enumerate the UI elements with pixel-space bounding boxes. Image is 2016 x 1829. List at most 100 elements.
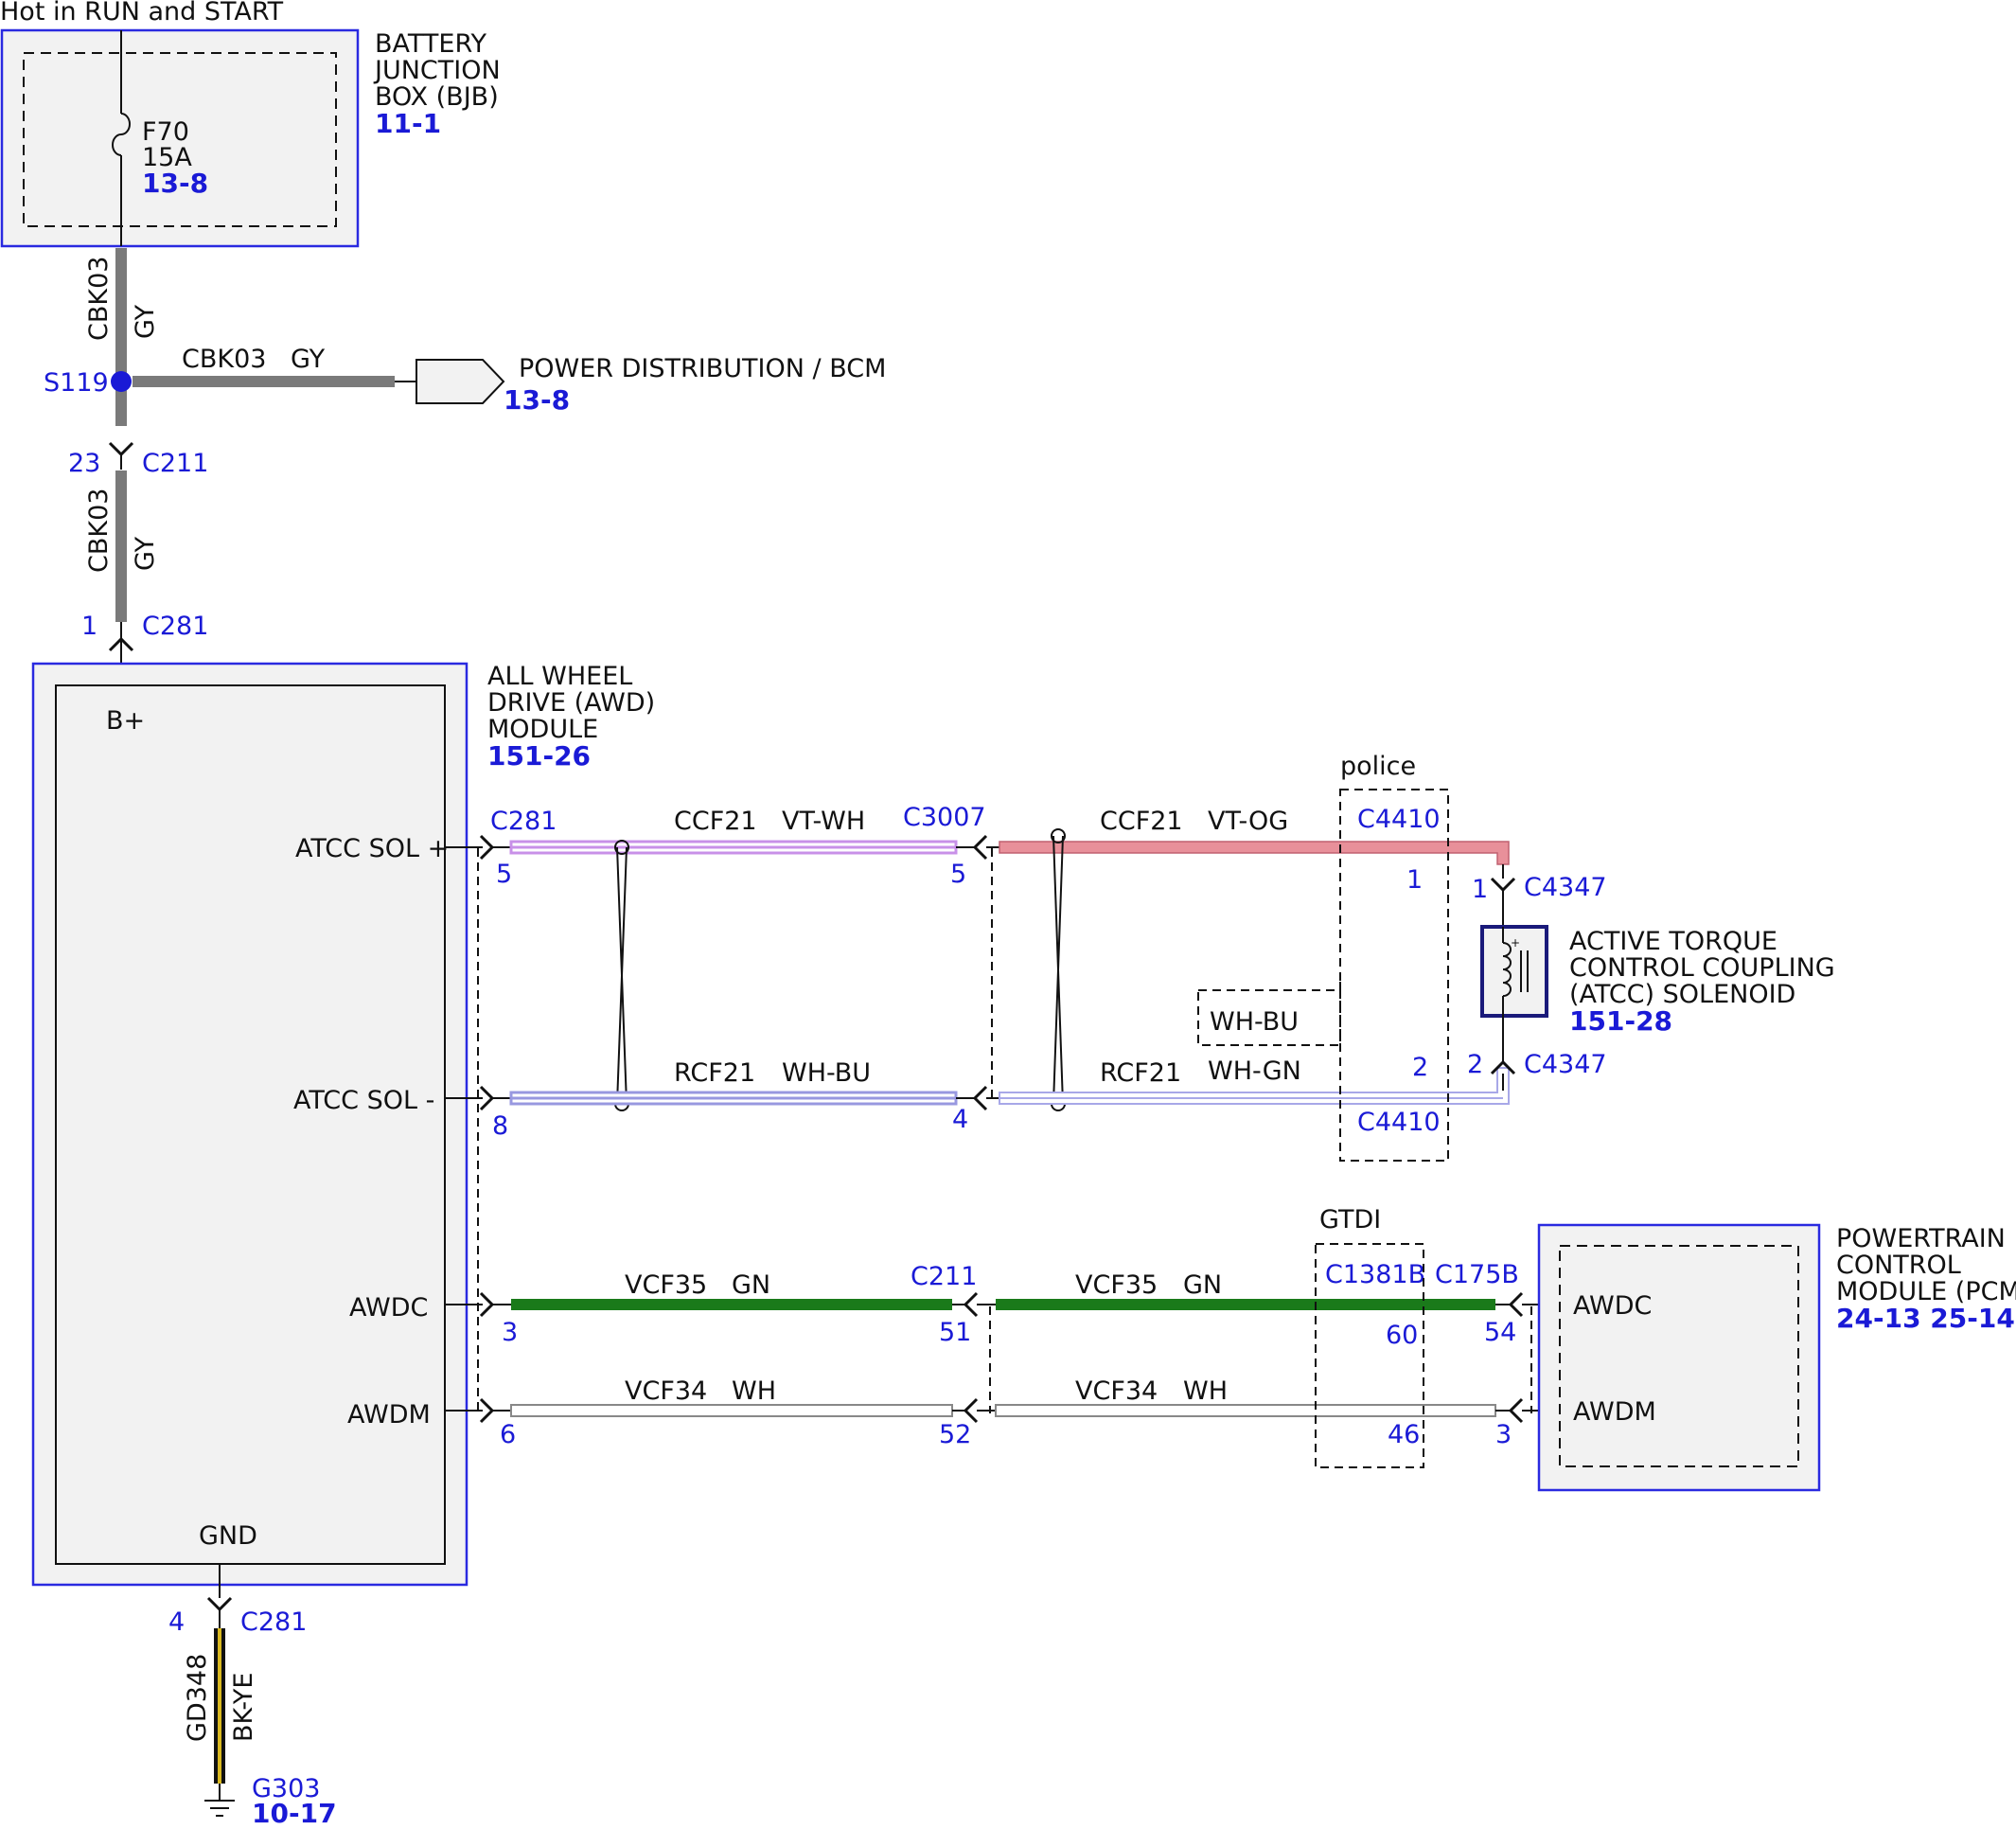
awdc-mid-connector: C211 [911, 1262, 977, 1291]
gnd-wire-color: BK-YE [229, 1673, 258, 1743]
police-c4410-bottom: C4410 [1357, 1108, 1441, 1137]
pcm-pin-awdc-label: AWDC [1573, 1291, 1652, 1321]
gnd-connector: C281 [240, 1607, 307, 1637]
wire-vcf34-left[interactable] [510, 1404, 953, 1417]
awd-pin-bplus: B+ [106, 706, 145, 736]
svg-text:+: + [1511, 936, 1520, 950]
sol-pos-mid-connector: C3007 [903, 803, 986, 832]
sol-pos-right-color: VT-OG [1208, 807, 1288, 836]
bjb-name-line1: BATTERY [375, 29, 487, 59]
c4347-pin1-connector-icon [1490, 877, 1516, 893]
awd-pin-gnd: GND [199, 1521, 257, 1551]
lower-wire-circuit: CBK03 [84, 488, 114, 573]
awd-module-inner [55, 684, 446, 1565]
ground-icon [204, 1800, 235, 1817]
pcm-pin-awdc: 54 [1484, 1318, 1516, 1347]
pcm-box[interactable] [1537, 1223, 1821, 1492]
pcm-name-line2: CONTROL [1836, 1251, 1961, 1280]
solenoid-name-line1: ACTIVE TORQUE [1569, 927, 1777, 956]
destination-ref-link[interactable]: 13-8 [504, 384, 570, 416]
sol-pos-left-color: VT-WH [782, 807, 865, 836]
wire-label-color: GY [131, 304, 160, 339]
gnd-wire-circuit: GD348 [183, 1654, 212, 1742]
bjb-name-line2: JUNCTION [373, 56, 501, 85]
c4347-pin2-connector-icon [1490, 1059, 1516, 1075]
c3007-pin5-connector-icon [972, 834, 988, 861]
splice-dot-icon[interactable] [111, 371, 132, 392]
sol-neg-mid-pin: 4 [952, 1105, 968, 1134]
sol-pos-mid-pin: 5 [950, 860, 966, 889]
awd-name-line1: ALL WHEEL [487, 662, 632, 691]
awdc-right-circuit: VCF35 [1075, 1270, 1158, 1300]
bjb-name-line3: BOX (BJB) [375, 82, 499, 112]
diagram-title: Hot in RUN and START [0, 0, 284, 27]
solenoid-box[interactable] [1480, 925, 1548, 1018]
awd-pin-sol-pos: ATCC SOL + [295, 834, 449, 863]
bjb-inner-dashed [23, 52, 337, 227]
wire-cbk03-upper[interactable] [115, 248, 127, 426]
pcm-ref-link[interactable]: 24-13 25-14 [1836, 1303, 2015, 1334]
police-pin2: 2 [1412, 1053, 1428, 1082]
c211-pin-number: 23 [68, 449, 100, 478]
pcm-name-line3: MODULE (PCM) [1836, 1277, 2016, 1306]
gtdi-pin-awdm: 46 [1388, 1420, 1420, 1449]
wire-cbk03-lower[interactable] [115, 471, 127, 622]
c3007-pin4-connector-icon [972, 1085, 988, 1111]
awdc-mid-pin: 51 [939, 1318, 971, 1347]
police-option-box [1339, 789, 1449, 1162]
police-alt-box [1197, 989, 1341, 1046]
police-c4410-top: C4410 [1357, 805, 1441, 834]
sol-neg-left-circuit: RCF21 [674, 1058, 755, 1088]
c211-connector-id: C211 [142, 449, 208, 478]
solenoid-ref-link[interactable]: 151-28 [1569, 1005, 1672, 1037]
police-label: police [1340, 752, 1416, 781]
gnd-pin: 4 [168, 1607, 185, 1637]
branch-circuit: CBK03 [182, 345, 266, 374]
awd-pin-awdc: AWDC [349, 1293, 428, 1323]
solenoid-name-line2: CONTROL COUPLING [1569, 953, 1835, 983]
awdm-left-color: WH [732, 1376, 776, 1406]
awd-ref-link[interactable]: 151-26 [487, 740, 591, 772]
gtdi-option-box [1315, 1243, 1424, 1468]
bjb-ref-link[interactable]: 11-1 [375, 108, 441, 139]
police-pin1: 1 [1406, 865, 1423, 895]
twisted-pair-icon [616, 846, 628, 1105]
police-alt-color: WH-BU [1210, 1007, 1299, 1037]
wire-label-circuit: CBK03 [84, 257, 114, 341]
ground-ref-link[interactable]: 10-17 [252, 1798, 337, 1829]
c211-pin52-connector-icon [963, 1397, 979, 1424]
wire-vcf34-right[interactable] [995, 1404, 1496, 1417]
twisted-pair-icon-2 [1052, 835, 1064, 1105]
sol-neg-right-circuit: RCF21 [1100, 1058, 1181, 1088]
wire-ccf21-vt-og[interactable] [999, 841, 1510, 865]
solenoid-pin-top: 1 [1472, 875, 1488, 904]
wire-vcf35-right[interactable] [996, 1299, 1495, 1310]
sol-pos-left-connector: C281 [490, 807, 557, 836]
offpage-connector-icon[interactable] [416, 359, 505, 404]
c281-top-connector-id: C281 [142, 612, 208, 641]
awd-name-line2: DRIVE (AWD) [487, 688, 655, 718]
pcm-connector: C175B [1435, 1260, 1519, 1289]
awdm-mid-pin: 52 [939, 1420, 971, 1449]
bjb-box[interactable] [0, 28, 360, 248]
sol-neg-left-color: WH-BU [782, 1058, 871, 1088]
awd-pin-awdm: AWDM [347, 1400, 431, 1429]
wire-vcf35-left[interactable] [511, 1299, 952, 1310]
awdc-left-color: GN [732, 1270, 770, 1300]
gtdi-pin-awdc: 60 [1386, 1321, 1418, 1350]
fuse-ref-link[interactable]: 13-8 [142, 168, 208, 199]
sol-pos-left-pin: 5 [496, 860, 512, 889]
sol-neg-right-color: WH-GN [1208, 1057, 1301, 1086]
awd-name-line3: MODULE [487, 715, 598, 744]
pcm-name-line1: POWERTRAIN [1836, 1224, 2006, 1253]
solenoid-connector-bottom: C4347 [1524, 1050, 1607, 1079]
awdc-right-color: GN [1183, 1270, 1222, 1300]
sol-neg-left-pin: 8 [492, 1111, 508, 1141]
awdm-right-color: WH [1183, 1376, 1228, 1406]
solenoid-connector-top: C4347 [1524, 873, 1607, 902]
fuse-rating: 15A [142, 143, 192, 172]
fuse-id: F70 [142, 117, 189, 147]
wire-cbk03-branch[interactable] [133, 376, 395, 387]
